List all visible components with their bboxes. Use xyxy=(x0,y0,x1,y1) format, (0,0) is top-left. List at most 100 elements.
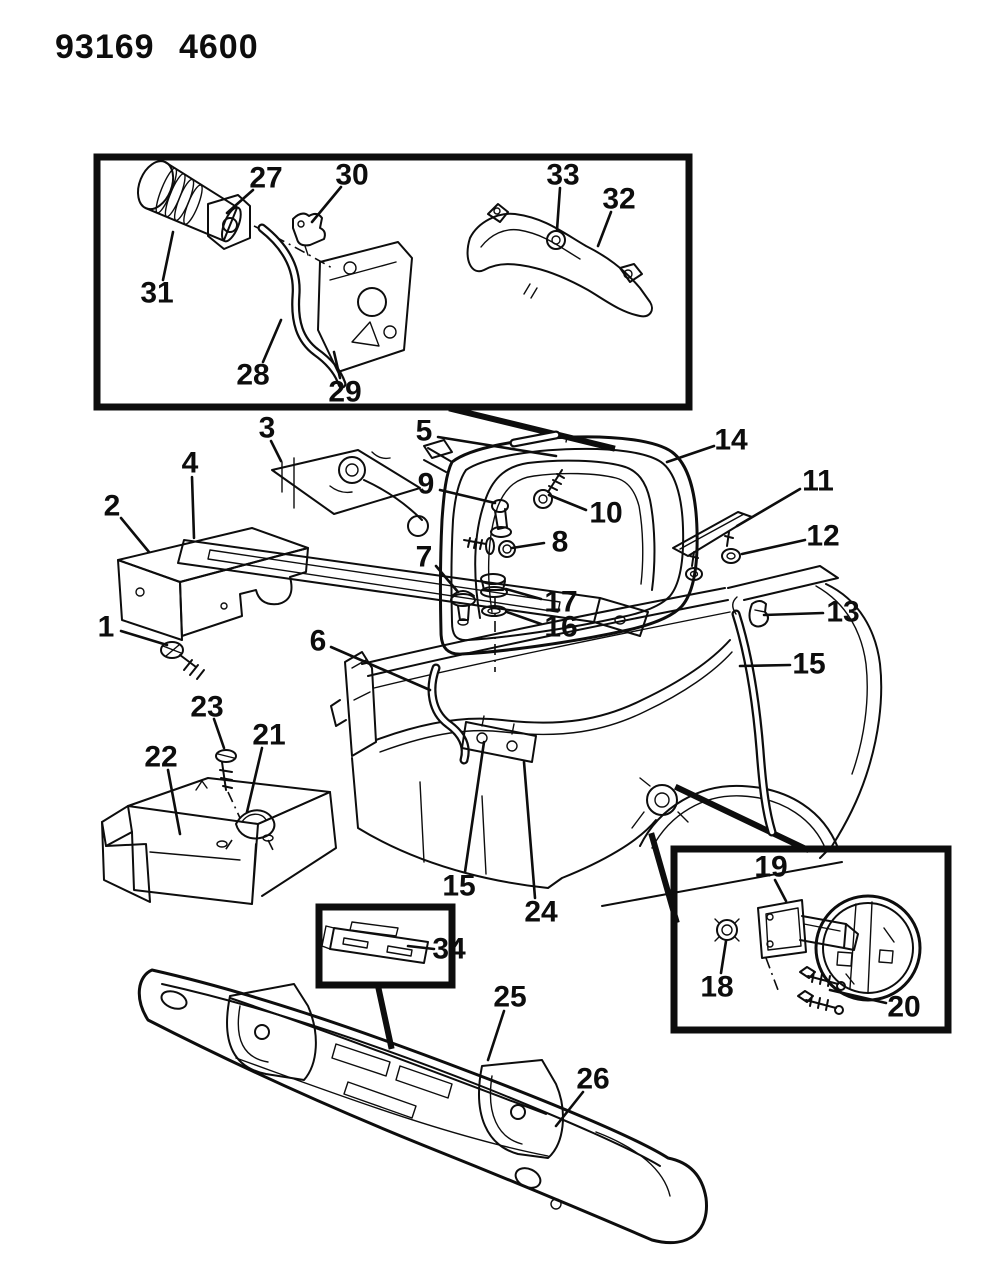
filler-shield-art xyxy=(466,203,653,318)
leader-line-12 xyxy=(740,538,807,556)
screw-23-art xyxy=(215,749,241,819)
part-number-4: 4 xyxy=(182,447,199,480)
callout-9: 9 xyxy=(418,468,497,505)
bumper-17-art xyxy=(480,573,508,598)
callout-32: 32 xyxy=(596,183,636,248)
leader-line-24 xyxy=(522,760,537,900)
plug-7-art xyxy=(450,590,476,626)
leader-line-26 xyxy=(554,1090,585,1128)
leader-line-6 xyxy=(329,645,432,692)
leader-line-16 xyxy=(505,610,543,626)
callout-33: 33 xyxy=(546,159,580,232)
part-number-27: 27 xyxy=(249,162,282,195)
part-number-16: 16 xyxy=(544,611,577,644)
part-number-5: 5 xyxy=(416,415,433,448)
callout-12: 12 xyxy=(740,520,840,556)
part-number-24: 24 xyxy=(524,896,558,929)
part-number-26: 26 xyxy=(576,1063,609,1096)
leader-line-22 xyxy=(166,768,182,836)
fuel-door-art xyxy=(714,894,922,1015)
callout-4: 4 xyxy=(182,447,199,540)
part-number-14: 14 xyxy=(714,424,748,457)
callout-15b: 15 xyxy=(442,740,486,903)
leader-line-21 xyxy=(245,746,264,814)
plug-9-art xyxy=(490,499,512,538)
latch-assembly-art xyxy=(317,241,413,373)
screw-1-art xyxy=(160,641,205,680)
callout-16: 16 xyxy=(505,610,578,644)
part-number-32: 32 xyxy=(602,183,635,216)
leader-line-8 xyxy=(510,541,546,550)
part-number-21: 21 xyxy=(252,719,285,752)
callout-8: 8 xyxy=(510,526,569,559)
callout-30: 30 xyxy=(310,159,369,224)
callout-13: 13 xyxy=(762,596,860,629)
lock-rod-art xyxy=(257,223,347,389)
leader-line-23 xyxy=(212,717,226,750)
callout-11: 11 xyxy=(735,465,834,528)
callout-24: 24 xyxy=(522,760,558,929)
part-number-1: 1 xyxy=(98,611,115,644)
part-number-18: 18 xyxy=(700,971,733,1004)
weatherstrip-art xyxy=(731,596,777,837)
callout-20: 20 xyxy=(828,988,921,1024)
grommet-16-art xyxy=(481,605,507,617)
leader-line-17 xyxy=(504,587,543,601)
part-number-7: 7 xyxy=(416,541,433,574)
leader-line-27 xyxy=(225,188,255,215)
part-number-31: 31 xyxy=(140,277,173,310)
leader-line-2 xyxy=(119,516,151,554)
leader-line-1 xyxy=(119,629,169,647)
callout-17: 17 xyxy=(504,586,578,619)
part-number-19: 19 xyxy=(754,851,787,884)
callout-22: 22 xyxy=(144,741,182,836)
callout-31: 31 xyxy=(140,230,175,310)
clip-art xyxy=(292,212,326,256)
leader-line-20 xyxy=(828,988,888,1005)
leader-line-33 xyxy=(555,186,562,232)
part-number-6: 6 xyxy=(310,625,327,658)
part-number-8: 8 xyxy=(552,526,569,559)
leader-line-9 xyxy=(438,488,497,505)
leader-line-13 xyxy=(762,611,825,617)
part-number-12: 12 xyxy=(806,520,839,553)
screw-10-art xyxy=(533,469,565,509)
leader-line-25 xyxy=(486,1009,506,1062)
part-number-29: 29 xyxy=(328,376,361,409)
callout-25: 25 xyxy=(486,981,527,1062)
sail-trim-art xyxy=(672,511,753,581)
spare-cover-art xyxy=(101,777,337,905)
leader-line-29 xyxy=(332,350,342,380)
leader-line-5 xyxy=(436,435,558,458)
leader-line-19 xyxy=(773,878,788,903)
cover-2-art xyxy=(117,527,309,641)
callout-2: 2 xyxy=(104,490,151,554)
callout-23: 23 xyxy=(190,691,226,750)
fuel-door-inset-box xyxy=(670,845,952,1034)
callout-1: 1 xyxy=(98,611,169,647)
leader-line-15b xyxy=(463,740,486,874)
leader-line-3 xyxy=(269,439,283,463)
part-number-11: 11 xyxy=(802,465,834,498)
part-number-25: 25 xyxy=(493,981,526,1014)
deck-lid-art xyxy=(423,430,699,656)
callout-34: 34 xyxy=(406,933,466,966)
part-number-20: 20 xyxy=(887,991,920,1024)
leader-line-7 xyxy=(434,564,460,594)
rear-body-art xyxy=(330,565,883,907)
inset-pointer-lines xyxy=(374,405,810,1050)
leader-line-14 xyxy=(665,444,716,464)
leader-line-30 xyxy=(310,185,343,224)
part-number-10: 10 xyxy=(589,497,622,530)
bolt-8-art xyxy=(463,537,516,558)
callout-29: 29 xyxy=(328,350,362,409)
callout-3: 3 xyxy=(259,412,283,463)
part-number-9: 9 xyxy=(418,468,435,501)
part-number-23: 23 xyxy=(190,691,223,724)
lock-cylinder-art xyxy=(137,160,251,250)
part-number-3: 3 xyxy=(259,412,276,445)
callout-28: 28 xyxy=(236,318,283,392)
leader-line-28 xyxy=(261,318,283,364)
